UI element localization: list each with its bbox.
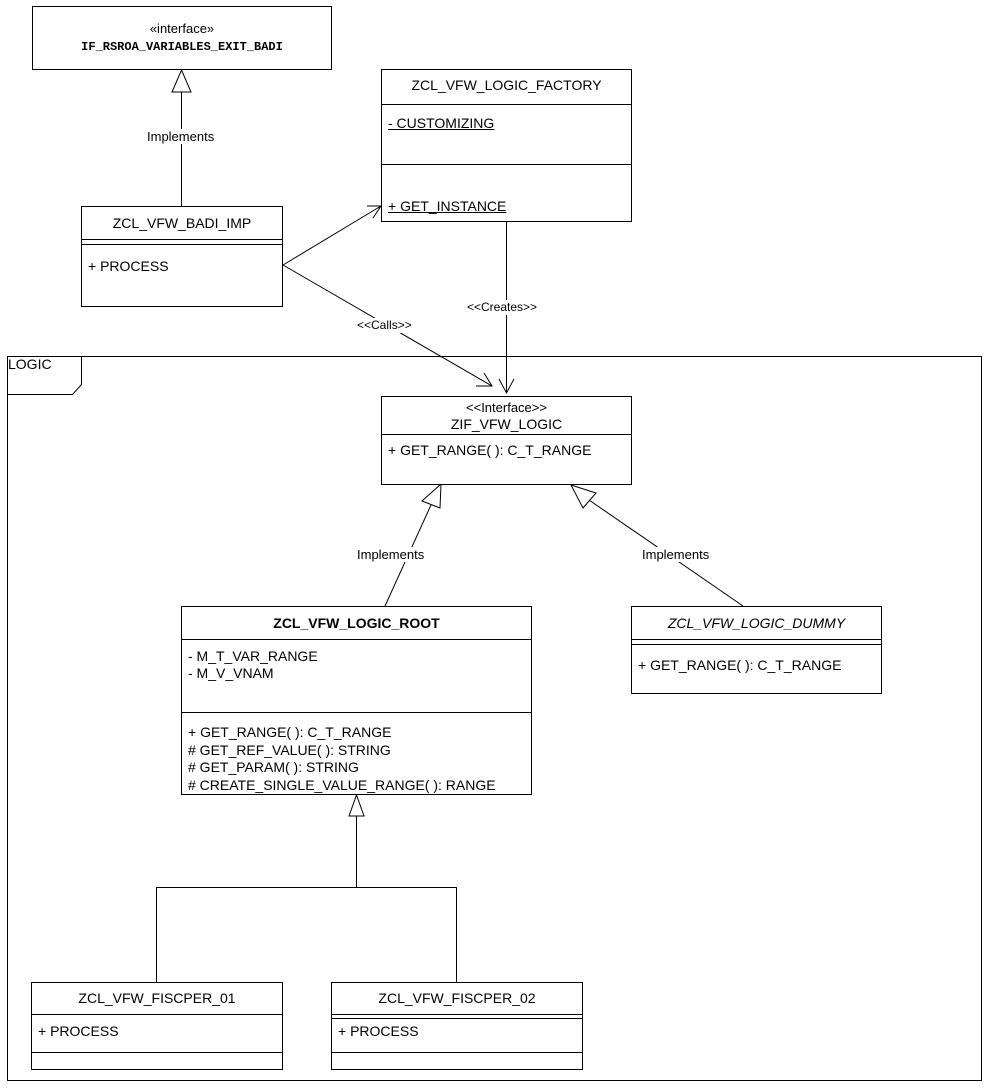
zif-logic-method: + GET_RANGE( ): C_T_RANGE — [388, 442, 592, 458]
logic-frame-tab — [7, 356, 82, 395]
logic-root-method: # GET_REF_VALUE( ): STRING — [188, 742, 391, 758]
implements-root-label: Implements — [356, 547, 426, 562]
creates-label: <<Creates>> — [466, 300, 539, 315]
fiscper-02-method: + PROCESS — [338, 1023, 419, 1039]
zif-logic-stereotype: <<Interface>> — [466, 400, 547, 415]
badi-imp-separator — [82, 244, 282, 245]
fiscper-02-class-box[interactable]: ZCL_VFW_FISCPER_02 + PROCESS — [331, 982, 583, 1070]
logic-dummy-class-name: ZCL_VFW_LOGIC_DUMMY — [667, 615, 846, 631]
logic-root-method: # CREATE_SINGLE_VALUE_RANGE( ): RANGE — [188, 777, 496, 793]
fiscper-01-separator — [32, 1014, 282, 1015]
fiscper-02-class-name: ZCL_VFW_FISCPER_02 — [378, 990, 536, 1006]
implements-badi-arrowhead — [171, 68, 192, 93]
fiscper-02-separator — [332, 1018, 582, 1019]
fiscper-01-class-name: ZCL_VFW_FISCPER_01 — [78, 990, 236, 1006]
logic-dummy-class-box[interactable]: ZCL_VFW_LOGIC_DUMMY + GET_RANGE( ): C_T_… — [631, 606, 882, 694]
factory-method: + GET_INSTANCE — [388, 198, 507, 214]
logic-root-separator — [182, 712, 531, 713]
interface-badi-stereotype: «interface» — [149, 21, 215, 36]
logic-dummy-separator — [632, 639, 881, 640]
implements-badi-label: Implements — [146, 129, 216, 144]
logic-frame-label: LOGIC — [8, 356, 52, 372]
fiscper-01-separator — [32, 1052, 282, 1053]
fiscper-02-separator — [332, 1052, 582, 1053]
implements-dummy-label: Implements — [641, 547, 711, 562]
zif-logic-name: ZIF_VFW_LOGIC — [450, 416, 563, 432]
logic-root-method: + GET_RANGE( ): C_T_RANGE — [188, 724, 392, 740]
badi-imp-separator — [82, 239, 282, 240]
fiscper-01-class-box[interactable]: ZCL_VFW_FISCPER_01 + PROCESS — [31, 982, 283, 1070]
logic-root-separator — [182, 639, 531, 640]
factory-separator — [382, 164, 631, 165]
logic-root-class-name: ZCL_VFW_LOGIC_ROOT — [273, 615, 440, 631]
badi-imp-class-box[interactable]: ZCL_VFW_BADI_IMP + PROCESS — [81, 206, 283, 307]
zif-logic-separator — [382, 434, 631, 435]
fiscper-02-separator — [332, 1014, 582, 1015]
interface-badi-box[interactable]: «interface» IF_RSROA_VARIABLES_EXIT_BADI — [32, 6, 332, 70]
logic-root-class-box[interactable]: ZCL_VFW_LOGIC_ROOT - M_T_VAR_RANGE - M_V… — [181, 606, 532, 795]
factory-class-box[interactable]: ZCL_VFW_LOGIC_FACTORY - CUSTOMIZING + GE… — [381, 69, 632, 222]
creates-arrowhead — [498, 378, 515, 395]
interface-badi-name: IF_RSROA_VARIABLES_EXIT_BADI — [81, 40, 283, 54]
badi-imp-method: + PROCESS — [88, 258, 169, 274]
logic-root-method: # GET_PARAM( ): STRING — [188, 759, 359, 775]
calls-arrowhead — [476, 372, 493, 387]
implements-root-arrowhead — [421, 482, 442, 509]
inheritance-arrowhead — [348, 793, 365, 817]
factory-attribute: - CUSTOMIZING — [388, 115, 495, 131]
logic-dummy-separator — [632, 644, 881, 645]
inheritance-branch — [156, 887, 457, 982]
factory-separator — [382, 104, 631, 105]
logic-dummy-method: + GET_RANGE( ): C_T_RANGE — [638, 657, 842, 673]
fiscper-01-method: + PROCESS — [38, 1023, 119, 1039]
logic-root-attribute: - M_T_VAR_RANGE — [188, 648, 318, 664]
logic-frame — [7, 356, 982, 1081]
logic-root-attribute: - M_V_VNAM — [188, 665, 274, 681]
badi-imp-class-name: ZCL_VFW_BADI_IMP — [112, 215, 252, 231]
implements-dummy-arrowhead — [569, 484, 597, 509]
zif-logic-interface-box[interactable]: <<Interface>> ZIF_VFW_LOGIC + GET_RANGE(… — [381, 396, 632, 485]
association-factory-line — [282, 205, 382, 266]
calls-label: <<Calls>> — [356, 318, 413, 333]
factory-class-name: ZCL_VFW_LOGIC_FACTORY — [411, 77, 602, 93]
